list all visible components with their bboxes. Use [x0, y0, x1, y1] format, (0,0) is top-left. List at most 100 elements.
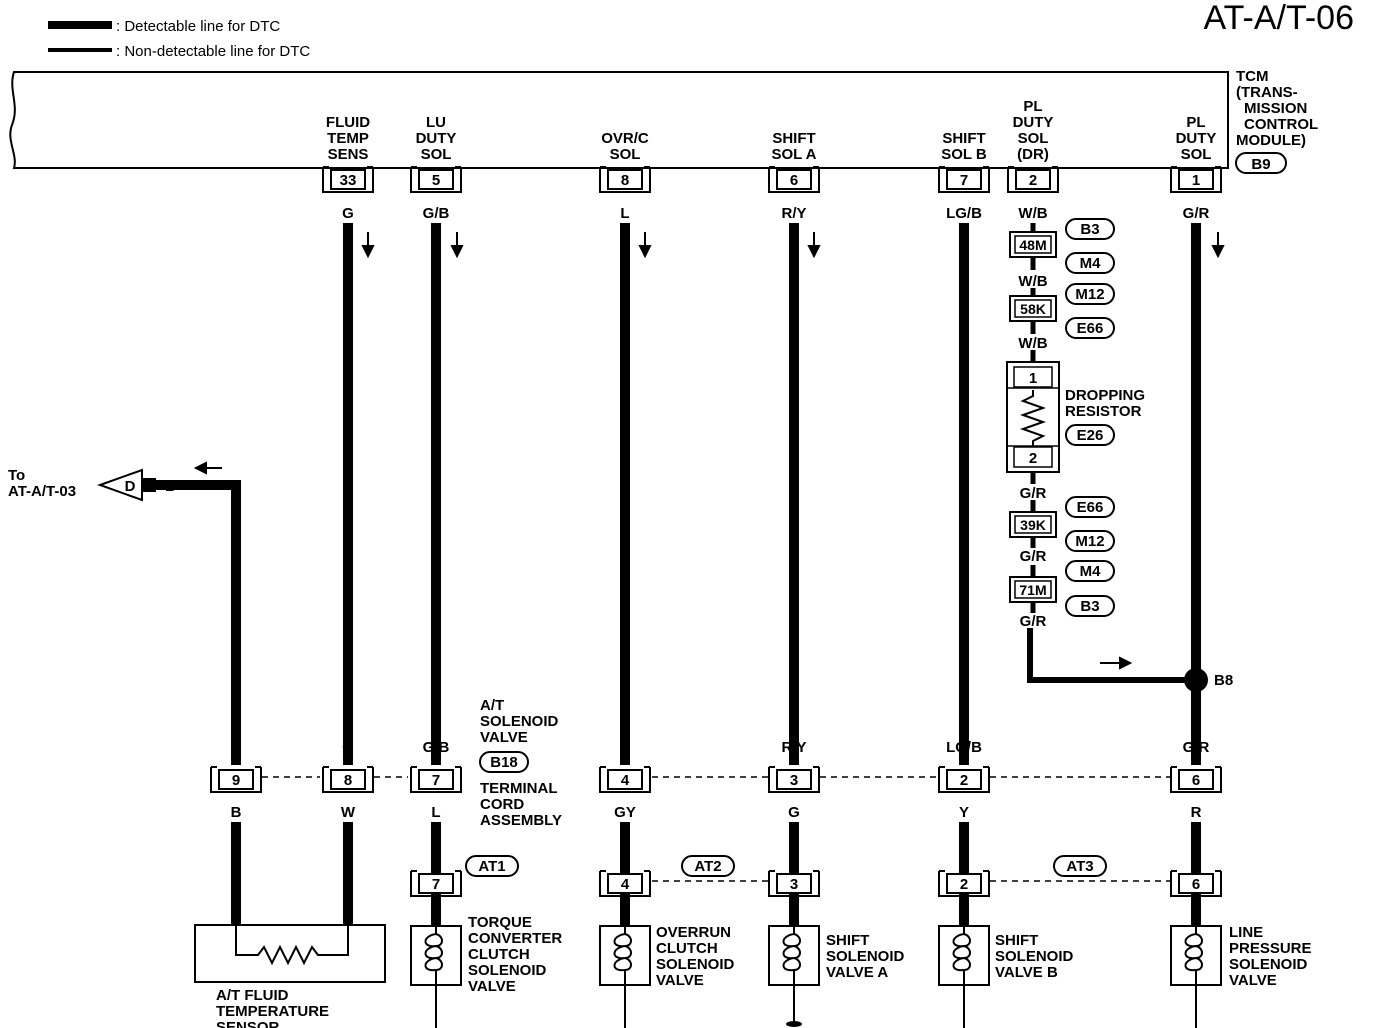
connector-71m-label: 71M	[1019, 582, 1046, 598]
tcm-pin: 6	[768, 166, 820, 193]
tag-e26: E26	[1077, 427, 1104, 444]
component-4-name: SHIFT	[995, 932, 1038, 949]
tcm-pin: 33	[322, 166, 374, 193]
b18-wire-top: G	[342, 739, 354, 756]
at1-pin-number: 7	[432, 876, 440, 893]
at3-pin: 6	[1170, 870, 1222, 897]
tcm-connector-tag: B9	[1251, 156, 1270, 173]
b18-pin: 6	[1170, 766, 1222, 793]
ground-icon	[786, 1021, 802, 1027]
tcm-wire-l: L	[620, 205, 629, 222]
tcm-pin-number: 8	[621, 172, 629, 189]
component-3-name: SOLENOID	[826, 948, 905, 965]
resistor-pin-bottom: 2	[1029, 450, 1037, 467]
inline-connector-39k: 39K	[1009, 511, 1057, 538]
direction-arrows	[193, 232, 1225, 670]
at3-pin-number: 2	[960, 876, 968, 893]
b18-pin-number: 6	[1192, 772, 1200, 789]
tcm-label-line-2: (TRANS-	[1236, 84, 1298, 101]
arrow-down-icon	[1211, 232, 1225, 259]
connector-39k-label: 39K	[1020, 517, 1046, 533]
legend-non-detectable-text: : Non-detectable line for DTC	[116, 43, 310, 60]
component-3-name: VALVE A	[826, 964, 888, 981]
component-5-name: LINE	[1229, 924, 1263, 941]
solenoid-coil-icon	[410, 925, 462, 986]
wire-pl-dr-return	[1027, 628, 1196, 683]
tcm-term-label-pldr-2: DUTY	[1013, 114, 1054, 131]
tcm-label-line-5: MODULE)	[1236, 132, 1306, 149]
component-0-name-3: SENSOR	[216, 1019, 280, 1028]
lower-connectors: AT1 AT2 AT3	[465, 855, 1170, 882]
b18-wire-top: L	[620, 739, 629, 756]
pl-dr-wire-3: W/B	[1018, 335, 1047, 352]
splice-label: B8	[1214, 672, 1233, 689]
tcm-term-label-ovrc-2: SOL	[610, 146, 641, 163]
component-0-name-2: TEMPERATURE	[216, 1003, 329, 1020]
lower-pins: 7 4 3 2 6	[410, 870, 1222, 897]
tcm-term-label-pldr-1: PL	[1023, 98, 1042, 115]
b18-wire-bottom: R	[1191, 804, 1202, 821]
dropping-resistor: 1 2	[1006, 361, 1060, 473]
tcm-pin: 1	[1170, 166, 1222, 193]
b18-wire-top: G/R	[1183, 739, 1210, 756]
tcm-terminal-labels: FLUID TEMP SENS LU DUTY SOL OVR/C SOL SH…	[326, 98, 1217, 163]
connector-58k-label: 58K	[1020, 301, 1046, 317]
tag-b3: B3	[1080, 221, 1099, 238]
tcm-pin-number: 5	[432, 172, 440, 189]
b18-wire-top: R/Y	[781, 739, 806, 756]
b18-name-2: CORD	[480, 796, 524, 813]
b18-wire-top: G/B	[423, 739, 450, 756]
tcm-pin-number: 2	[1029, 172, 1037, 189]
component-5-name: SOLENOID	[1229, 956, 1308, 973]
inline-connector-58k: 58K	[1009, 295, 1057, 322]
b18-wire-bottom: Y	[959, 804, 969, 821]
b18-pin: 2	[938, 766, 990, 793]
b18-name-1: TERMINAL	[480, 780, 558, 797]
tcm-term-label-pldr-3: SOL	[1018, 130, 1049, 147]
tcm-term-label-pldr-4: (DR)	[1017, 146, 1049, 163]
at2-pin: 3	[768, 870, 820, 897]
b18-pin-number: 9	[232, 772, 240, 789]
at3-pin: 2	[938, 870, 990, 897]
at2-pin-number: 4	[621, 876, 630, 893]
at1-pin: 7	[410, 870, 462, 897]
tag-e66: E66	[1077, 320, 1104, 337]
tcm-term-label-sola-1: SHIFT	[772, 130, 815, 147]
at2-tag: AT2	[694, 858, 721, 875]
tag-b3-2: B3	[1080, 598, 1099, 615]
connector-48m-label: 48M	[1019, 237, 1046, 253]
offpage-ref: AT-A/T-03	[8, 483, 76, 500]
pl-dr-wire-5: G/R	[1020, 548, 1047, 565]
b18-pin: 8	[322, 766, 374, 793]
tcm-wire-wb: W/B	[1018, 205, 1047, 222]
pill-tags	[1065, 218, 1115, 617]
b18-wire-bottom: L	[431, 804, 440, 821]
tcm-term-label-fluid-1: FLUID	[326, 114, 370, 131]
solenoid-coil-icon	[938, 925, 990, 986]
b18-pin: 4	[599, 766, 651, 793]
thermistor-icon	[235, 925, 349, 966]
offpage-arrow-icon	[97, 468, 143, 502]
b18-wire-bottom: B	[231, 804, 242, 821]
solenoid-coil-icon	[768, 925, 820, 986]
pl-dr-wire-4: G/R	[1020, 485, 1047, 502]
solenoids	[410, 925, 1222, 986]
component-1-name: VALVE	[468, 978, 516, 995]
offpage-wire: B	[165, 478, 176, 495]
component-2-name: OVERRUN	[656, 924, 731, 941]
splice-dot	[1184, 668, 1208, 692]
arrow-down-icon	[361, 232, 375, 259]
solenoid-coil-icon	[599, 925, 651, 986]
legend-detectable-text: : Detectable line for DTC	[116, 18, 280, 35]
offpage-to: To	[8, 467, 25, 484]
tcm-box: TCM (TRANS- MISSION CONTROL MODULE) B9	[9, 68, 1318, 174]
tcm-pin-number: 6	[790, 172, 798, 189]
arrow-down-icon	[450, 232, 464, 259]
tcm-wire-g: G	[342, 205, 354, 222]
at3-pin-number: 6	[1192, 876, 1200, 893]
tcm-term-label-sola-2: SOL A	[771, 146, 816, 163]
offpage-connector: To AT-A/T-03 D B	[8, 467, 176, 502]
component-1-name: TORQUE	[468, 914, 532, 931]
tcm-connector-tag-outline	[1235, 152, 1287, 174]
